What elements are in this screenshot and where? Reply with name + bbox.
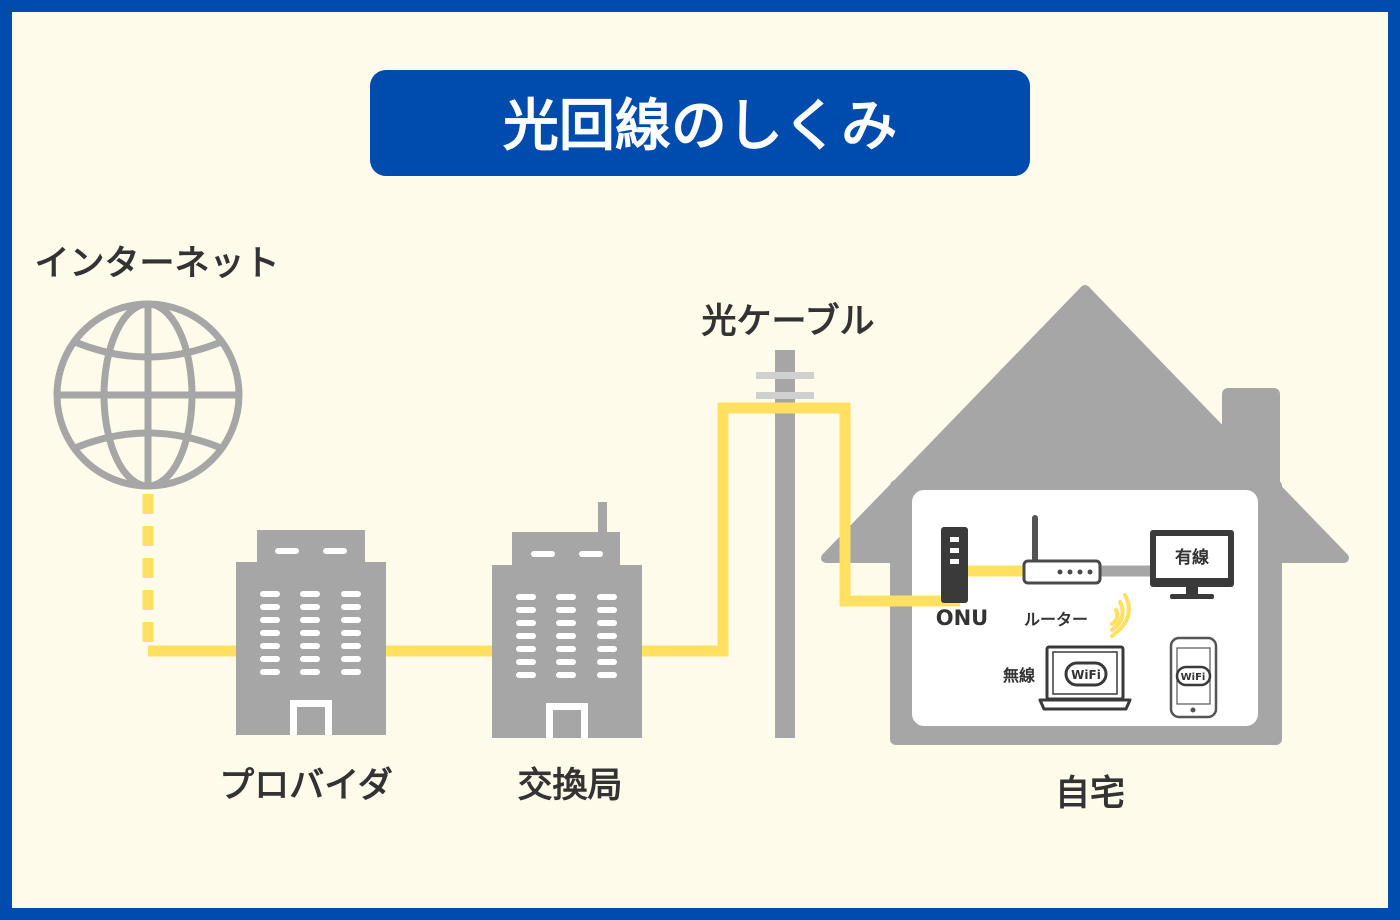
wifi-signal-icon: [1110, 593, 1131, 638]
onu-label: ONU: [936, 606, 988, 630]
page-title: 光回線のしくみ: [503, 94, 897, 159]
exchange-building-icon: [492, 502, 642, 738]
globe-icon: [53, 300, 243, 490]
router-icon: [1022, 515, 1102, 585]
wireless-label: 無線: [1003, 666, 1035, 685]
title-banner: 光回線のしくみ: [370, 70, 1030, 176]
home-label: 自宅: [1055, 773, 1125, 814]
desktop-monitor-icon: [1150, 530, 1234, 599]
fiber-cable-label: 光ケーブル: [702, 301, 875, 342]
laptop-wifi-label: WiFi: [1071, 668, 1101, 682]
provider-label: プロバイダ: [219, 766, 393, 806]
utility-pole-icon: [756, 350, 814, 738]
smartphone-icon: [1169, 636, 1218, 719]
wired-label: 有線: [1175, 547, 1209, 568]
office-building-icon: [236, 530, 386, 735]
internet-label: インターネット: [34, 244, 279, 284]
phone-wifi-badge: [1175, 665, 1212, 687]
title-background: [370, 70, 1030, 176]
router-label: ルーター: [1024, 610, 1088, 629]
laptop-wifi-badge: [1064, 661, 1108, 687]
onu-device-icon: [941, 527, 968, 603]
exchange-label: 交換局: [517, 765, 622, 806]
phone-wifi-label: WiFi: [1181, 672, 1206, 683]
laptop-icon: [1038, 645, 1132, 711]
